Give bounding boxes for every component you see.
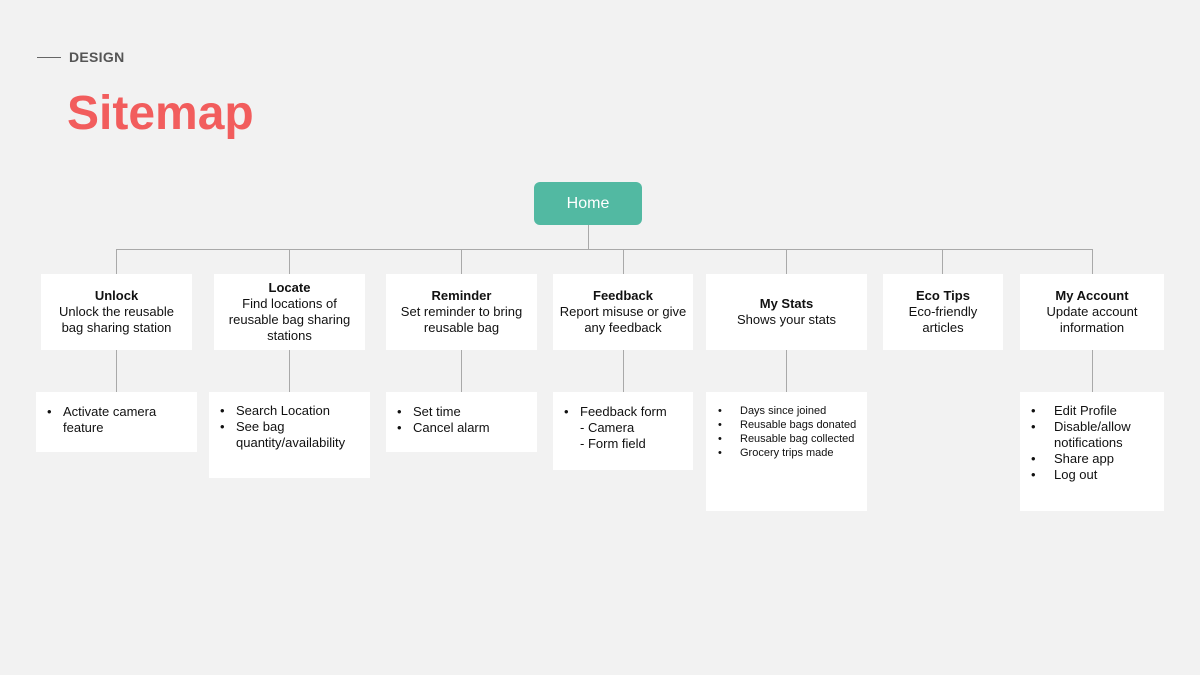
detail-locate: Search Location See bag quantity/availab…: [209, 392, 370, 478]
home-node: Home: [534, 182, 642, 225]
detail-my-stats: Days since joined Reusable bags donated …: [706, 392, 867, 511]
list-item-label: Feedback form: [580, 404, 667, 419]
node-unlock: Unlock Unlock the reusable bag sharing s…: [41, 274, 192, 350]
node-title: Feedback: [593, 288, 653, 303]
list-item: Disable/allow notifications: [1030, 419, 1154, 451]
connector-unlock: [116, 249, 117, 274]
node-title: My Stats: [759, 296, 814, 311]
connector-unlock-detail: [116, 350, 117, 392]
list-item: See bag quantity/availability: [219, 419, 360, 451]
connector-ecotips: [942, 249, 943, 274]
node-locate: Locate Find locations of reusable bag sh…: [214, 274, 365, 350]
node-title: My Account: [1055, 288, 1129, 303]
node-description: Set reminder to bring reusable bag: [400, 304, 523, 335]
connector-locate-detail: [289, 350, 290, 392]
list-item: Days since joined: [716, 404, 857, 418]
detail-unlock: Activate camera feature: [36, 392, 197, 452]
node-title: Unlock: [94, 288, 139, 303]
list-item: Reusable bag collected: [716, 432, 857, 446]
connector-reminder-detail: [461, 350, 462, 392]
list-item: Activate camera feature: [46, 404, 187, 436]
node-my-stats: My Stats Shows your stats: [706, 274, 867, 350]
list-item: Edit Profile: [1030, 403, 1154, 419]
list-item: Reusable bags donated: [716, 418, 857, 432]
list-item: Set time: [396, 404, 527, 420]
node-description: Report misuse or give any feedback: [559, 304, 687, 335]
node-my-account: My Account Update account information: [1020, 274, 1164, 350]
node-reminder: Reminder Set reminder to bring reusable …: [386, 274, 537, 350]
list-item: Search Location: [219, 403, 360, 419]
detail-my-account: Edit Profile Disable/allow notifications…: [1020, 392, 1164, 511]
list-item: Log out: [1030, 467, 1154, 483]
node-description: Eco-friendly articles: [908, 304, 978, 335]
detail-reminder: Set time Cancel alarm: [386, 392, 537, 452]
connector-locate: [289, 249, 290, 274]
node-description: Unlock the reusable bag sharing station: [59, 304, 174, 335]
connector-stats-detail: [786, 350, 787, 392]
list-item: Grocery trips made: [716, 446, 857, 460]
node-title: Eco Tips: [916, 288, 970, 303]
node-description: Update account information: [1046, 304, 1138, 335]
connector-horizontal: [116, 249, 1093, 250]
connector-stats: [786, 249, 787, 274]
nested-item: - Camera: [580, 420, 635, 435]
connector-home-down: [588, 225, 589, 250]
section-eyebrow: DESIGN: [69, 49, 125, 65]
detail-feedback: Feedback form - Camera - Form field: [553, 392, 693, 470]
node-description: Find locations of reusable bag sharing s…: [228, 296, 351, 343]
eyebrow-divider: [37, 57, 61, 58]
node-eco-tips: Eco Tips Eco-friendly articles: [883, 274, 1003, 350]
connector-account: [1092, 249, 1093, 274]
node-title: Reminder: [431, 288, 492, 303]
connector-reminder: [461, 249, 462, 274]
connector-feedback: [623, 249, 624, 274]
list-item: Feedback form - Camera - Form field: [563, 404, 683, 452]
list-item: Share app: [1030, 451, 1154, 467]
node-description: Shows your stats: [737, 312, 836, 327]
page-title: Sitemap: [67, 87, 254, 140]
connector-account-detail: [1092, 350, 1093, 392]
connector-feedback-detail: [623, 350, 624, 392]
nested-item: - Form field: [580, 436, 646, 451]
node-title: Locate: [268, 280, 311, 295]
node-feedback: Feedback Report misuse or give any feedb…: [553, 274, 693, 350]
list-item: Cancel alarm: [396, 420, 527, 436]
